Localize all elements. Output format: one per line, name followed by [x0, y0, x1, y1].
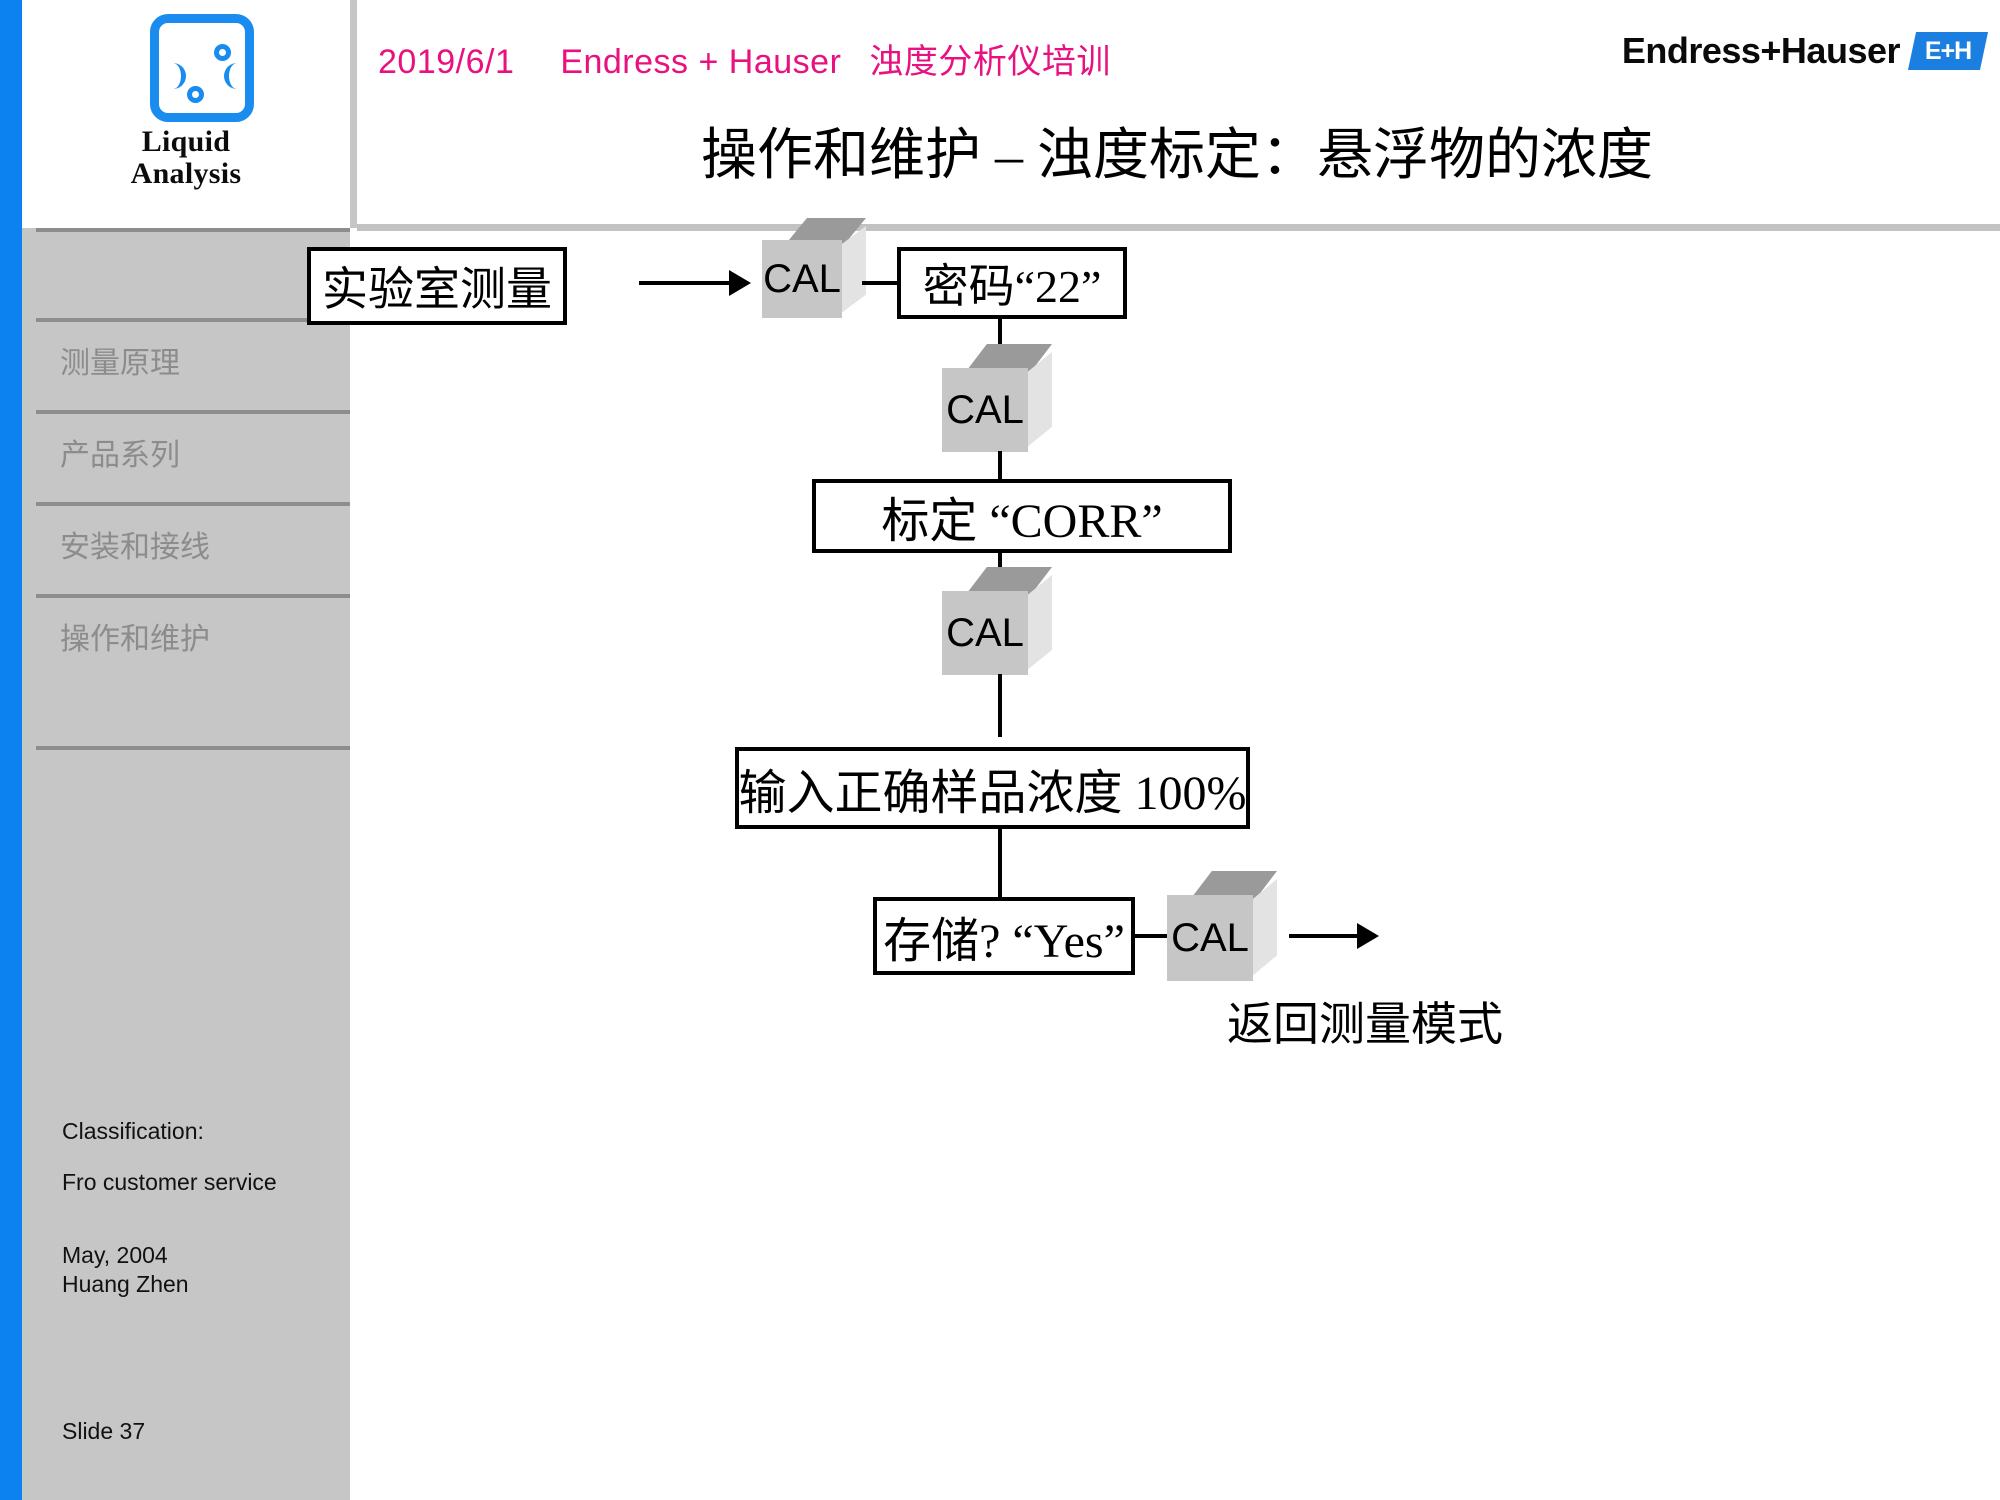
cube-label: CAL	[1171, 915, 1249, 960]
flow-node-cal-2[interactable]: CAL	[942, 344, 1052, 464]
cube-label: CAL	[946, 387, 1024, 432]
cube-label: CAL	[946, 610, 1024, 655]
sidebar-item-measurement-principle[interactable]: 测量原理	[60, 347, 180, 380]
endress-hauser-wordmark: Endress+Hauser	[1621, 30, 1901, 71]
classification-label: Classification:	[62, 1118, 204, 1144]
document-date: May, 2004	[62, 1242, 168, 1268]
sidebar-separator-0	[36, 228, 350, 232]
flow-arrow-final-head	[1357, 923, 1379, 949]
liquid-analysis-icon	[150, 14, 254, 122]
flow-node-corr[interactable]: 标定 “CORR”	[812, 479, 1232, 553]
sidebar-separator-4	[36, 594, 350, 598]
classification-value: Fro customer service	[62, 1169, 277, 1195]
flow-line-password-to-cal2	[998, 319, 1002, 364]
flow-line-cal3-to-concentration	[998, 674, 1002, 737]
sidebar-separator-1	[36, 318, 350, 322]
sidebar-item-product-series[interactable]: 产品系列	[60, 439, 180, 472]
cube-front-face: CAL	[942, 591, 1028, 675]
left-accent-rail	[0, 0, 22, 1500]
cube-front-face: CAL	[762, 240, 842, 318]
header-company: Endress + Hauser	[560, 43, 842, 81]
logo-line-1: Liquid	[141, 125, 231, 158]
sidebar: Liquid Analysis 测量原理 产品系列 安装和接线 操作和维护 Cl…	[22, 0, 350, 1500]
flow-line-corr-to-cal3	[998, 553, 1002, 577]
header-course: 浊度分析仪培训	[869, 43, 1111, 81]
flow-node-cal-1[interactable]: CAL	[762, 218, 866, 330]
document-author: Huang Zhen	[62, 1271, 189, 1297]
eh-mark-icon: E+H	[1907, 32, 1989, 70]
header-horizontal-rule	[357, 224, 2000, 231]
logo-dot-upper-icon	[214, 44, 231, 61]
flow-line-cal1-to-password	[862, 281, 897, 285]
logo-arc-right-icon	[224, 63, 240, 89]
flow-node-sample-concentration[interactable]: 输入正确样品浓度 100%	[735, 747, 1250, 829]
logo-dot-lower-icon	[187, 86, 204, 103]
flow-arrow-final-line	[1289, 934, 1367, 938]
flow-node-lab-measurement[interactable]: 实验室测量	[307, 247, 567, 325]
cube-front-face: CAL	[942, 368, 1028, 452]
flow-node-password[interactable]: 密码“22”	[897, 247, 1127, 319]
liquid-analysis-wordmark: Liquid Analysis	[22, 125, 350, 191]
cube-label: CAL	[763, 256, 841, 301]
liquid-analysis-logo-panel: Liquid Analysis	[22, 0, 350, 228]
logo-arc-left-icon	[170, 63, 186, 89]
header-vertical-divider	[350, 0, 357, 228]
flow-node-store-confirm[interactable]: 存储? “Yes”	[873, 897, 1135, 975]
flow-arrow-lab-to-cal1-head	[729, 270, 751, 296]
header-meta: 2019/6/1 Endress + Hauser 浊度分析仪培训	[378, 34, 1111, 83]
flow-node-cal-3[interactable]: CAL	[942, 567, 1052, 687]
sidebar-separator-2	[36, 410, 350, 414]
eh-mark-text: E+H	[1924, 36, 1972, 65]
flow-node-cal-4[interactable]: CAL	[1167, 871, 1277, 993]
page-title: 操作和维护 – 浊度标定：悬浮物的浓度	[701, 125, 1653, 187]
endress-hauser-logo: Endress+Hauser E+H	[1621, 30, 1989, 72]
sidebar-separator-5	[36, 746, 350, 750]
calibration-flowchart: 实验室测量 CAL 密码“22” CAL 标定 “CORR” CAL 输入正确样…	[307, 218, 2000, 1500]
header-date: 2019/6/1	[378, 43, 515, 81]
flow-line-store-to-cal4	[1135, 934, 1167, 938]
flow-line-concentration-to-store	[998, 829, 1002, 897]
slide-number: Slide 37	[62, 1418, 146, 1444]
sidebar-item-installation-wiring[interactable]: 安装和接线	[60, 531, 210, 564]
logo-line-2: Analysis	[130, 157, 242, 191]
sidebar-item-operation-maintenance[interactable]: 操作和维护	[60, 623, 210, 656]
sidebar-separator-3	[36, 502, 350, 506]
sidebar-footer: Classification: Fro customer service May…	[62, 1120, 352, 1302]
flow-arrow-lab-to-cal1-line	[639, 281, 731, 285]
cube-front-face: CAL	[1167, 895, 1253, 981]
flow-caption-return-to-measure: 返回测量模式	[1227, 999, 1503, 1050]
flow-line-cal2-to-corr	[998, 451, 1002, 481]
